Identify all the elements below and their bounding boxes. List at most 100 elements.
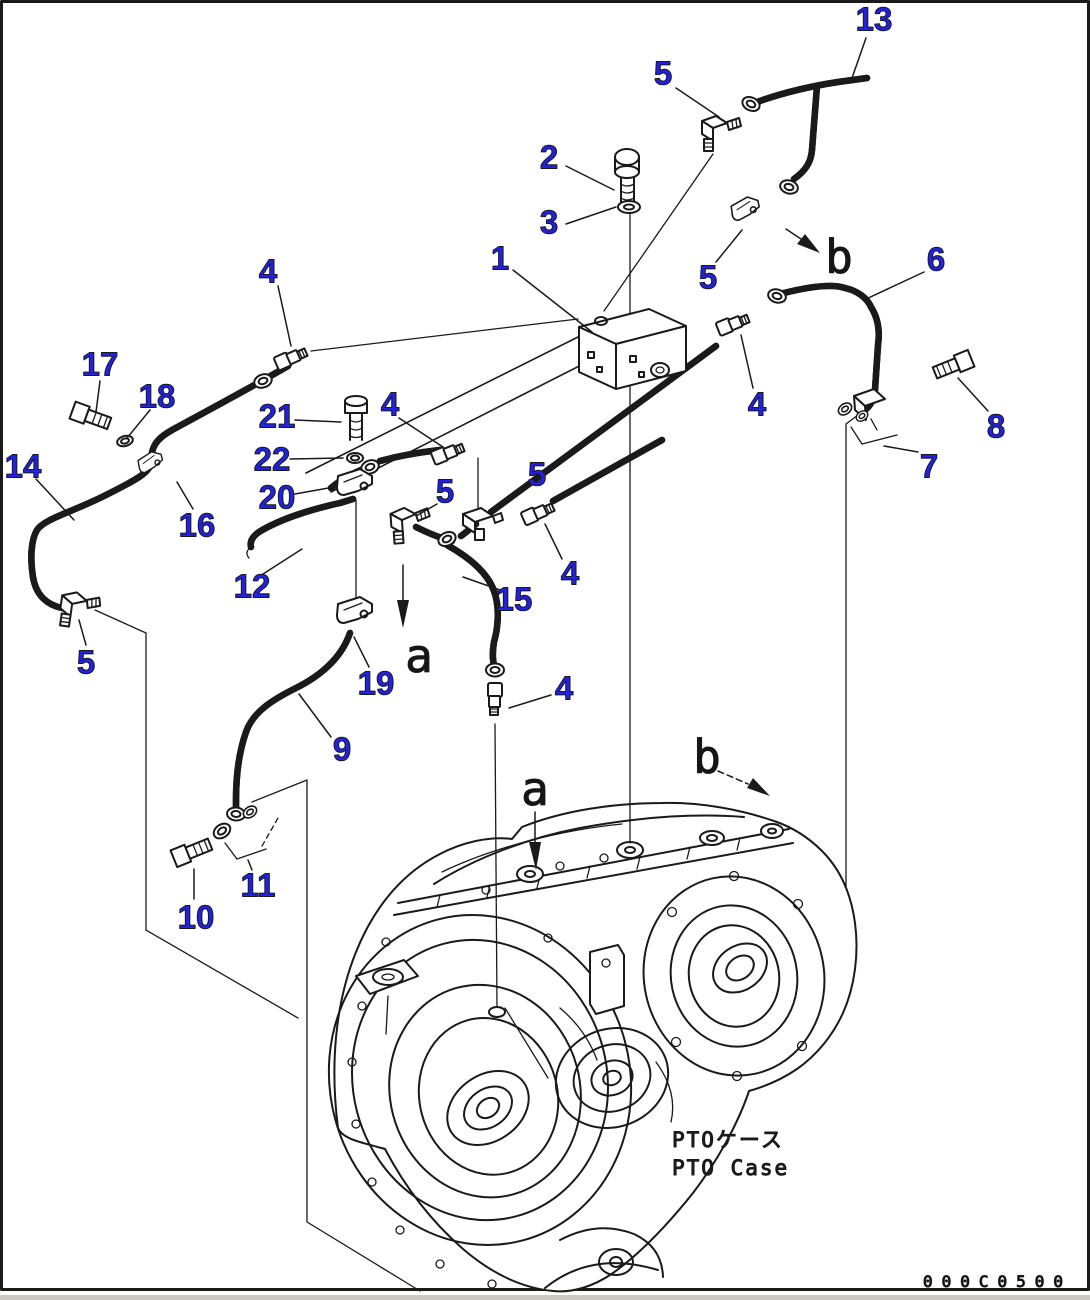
bracket-5 (728, 194, 762, 223)
case-right-cover (642, 870, 826, 1082)
leader-line (957, 377, 989, 412)
callout-4-21: 4 (561, 555, 580, 592)
leader-line (247, 859, 253, 871)
callout-17-11: 17 (82, 346, 119, 383)
callout-22-15: 22 (254, 441, 291, 478)
callout-13-5: 13 (856, 1, 893, 38)
callout-5-18: 5 (436, 473, 454, 510)
clamp-20 (336, 468, 373, 496)
leader-line (675, 87, 720, 118)
leader-line (544, 523, 563, 560)
leader-line (851, 37, 867, 79)
leader-line (863, 271, 925, 301)
bottom-strip (0, 1295, 1090, 1300)
leader-line (398, 417, 444, 448)
case-detail-lines (347, 853, 674, 1289)
leader-line (294, 419, 342, 423)
fitting-4-mid (429, 439, 467, 467)
clamp-19 (336, 596, 373, 624)
view-letters: a a b b (397, 228, 853, 870)
pipes (31, 74, 878, 816)
callout-4-26: 4 (555, 670, 574, 707)
leader-line (353, 636, 370, 668)
callout-15-23: 15 (496, 581, 533, 618)
washer-22 (346, 452, 364, 464)
fitting-7-group (835, 388, 898, 445)
leader-line (512, 269, 593, 333)
sleeve-11 (209, 819, 235, 843)
fitting-4-mid-low (519, 498, 557, 527)
callout-5-6: 5 (699, 259, 717, 296)
pto-case-drawing (327, 801, 858, 1293)
case-middle-cover (554, 944, 670, 1130)
tee-5-mid (462, 507, 504, 541)
callout-4-14: 4 (381, 386, 400, 423)
view-arrow-head (797, 234, 820, 253)
pipe-nut (739, 93, 763, 115)
view-letter-b-2: b (825, 230, 853, 284)
pipe-nut (485, 662, 505, 678)
leader-line (565, 165, 615, 191)
case-mount-boss (355, 959, 419, 1035)
leader-line (565, 206, 617, 225)
elbow-5-top (701, 115, 742, 152)
view-letter-a-0: a (405, 629, 433, 683)
case-label-jp: PTOケース (672, 1128, 784, 1152)
leader-line (740, 334, 754, 389)
sheet-code: 000C0500 (923, 1272, 1072, 1291)
view-arrow-head (747, 778, 770, 796)
leader-line (294, 486, 335, 495)
callout-5-4: 5 (654, 55, 672, 92)
clamp-16 (135, 448, 166, 475)
case-silhouette (333, 801, 858, 1293)
bolt-21 (344, 395, 368, 441)
callout-5-19: 5 (528, 456, 546, 493)
fitting-4-right (714, 310, 752, 338)
view-arrow-head (529, 842, 541, 870)
bolt-8 (930, 348, 976, 383)
callout-10-28: 10 (178, 899, 215, 936)
manifold-block (578, 308, 687, 390)
leader-line (277, 285, 292, 347)
callout-7-10: 7 (920, 448, 938, 485)
callout-14-16: 14 (5, 448, 42, 485)
callout-20-17: 20 (259, 479, 296, 516)
callout-12-22: 12 (234, 568, 271, 605)
case-rail-bosses (516, 823, 784, 883)
callout-16-20: 16 (179, 507, 216, 544)
leader-line (95, 380, 101, 413)
leader-line (78, 619, 87, 646)
callout-21-13: 21 (259, 398, 296, 435)
construction-lines (305, 153, 714, 1018)
case-bottom-lug (544, 1227, 664, 1289)
bolt-17 (68, 400, 114, 433)
leader-line (462, 576, 501, 591)
leader-line (176, 481, 194, 510)
bracket-11-lines (224, 817, 279, 860)
callout-6-7: 6 (927, 241, 945, 278)
case-label-en: PTO Case (672, 1156, 789, 1180)
leader-line (715, 229, 743, 263)
view-arrow-stem (785, 228, 802, 240)
leader-line (298, 693, 332, 738)
callout-3-2: 3 (540, 204, 558, 241)
leader-line (489, 486, 529, 515)
view-letter-b-3: b (693, 730, 721, 784)
callout-2-1: 2 (540, 139, 558, 176)
callout-4-8: 4 (748, 386, 767, 423)
leader-line (415, 503, 438, 517)
washer-18 (114, 433, 136, 449)
bolt-10 (169, 834, 215, 869)
fitting-4-lower (487, 682, 503, 716)
callout-5-24: 5 (77, 644, 95, 681)
callout-9-27: 9 (333, 731, 351, 768)
leader-line (35, 478, 75, 521)
leader-line (289, 457, 344, 460)
callout-18-12: 18 (139, 378, 176, 415)
leader-line (508, 694, 552, 709)
view-letter-a-1: a (521, 762, 549, 816)
callout-11-29: 11 (241, 867, 276, 904)
